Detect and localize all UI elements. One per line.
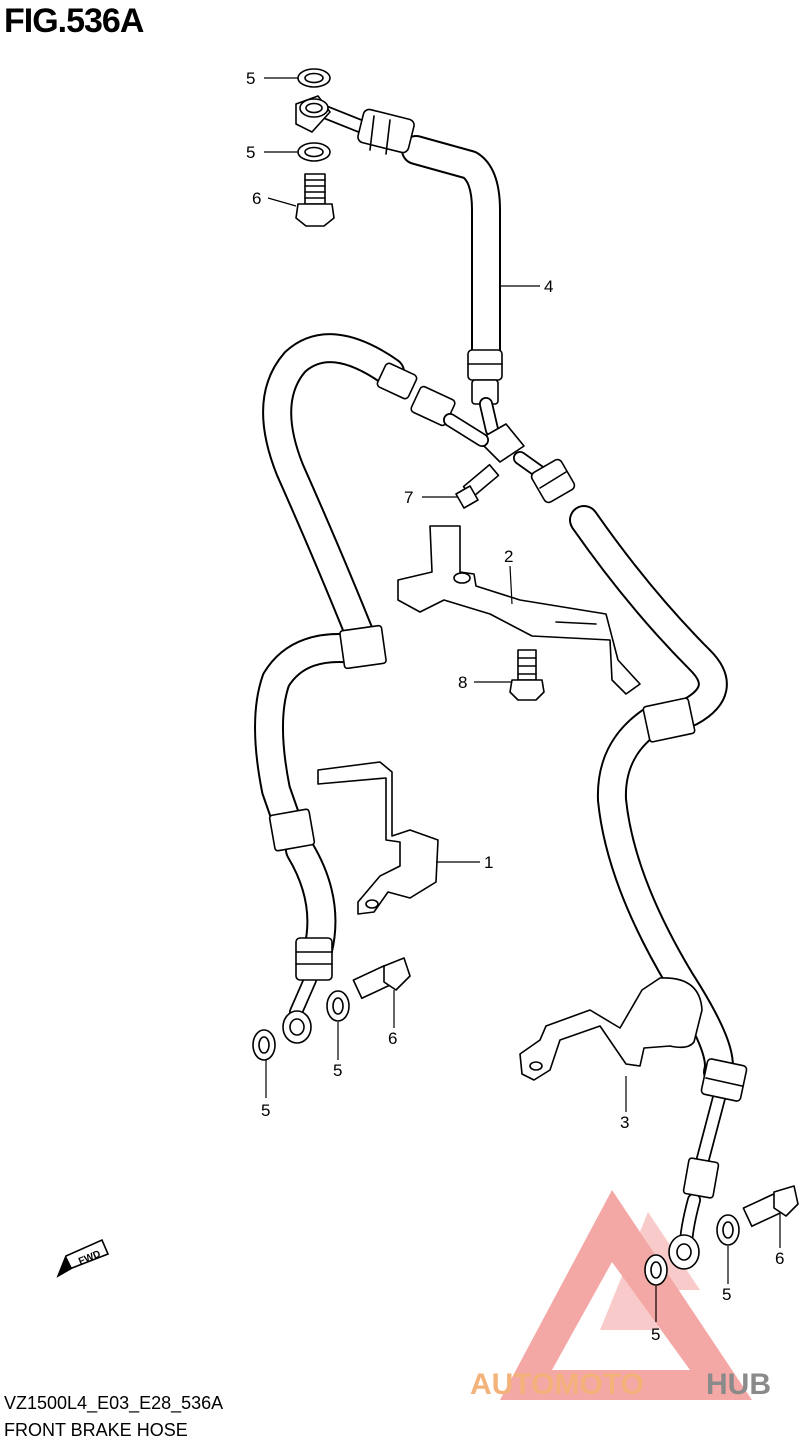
top-washer-upper (297, 68, 331, 88)
callout-5: 5 (333, 1061, 342, 1080)
left-brake-hose (254, 333, 489, 1044)
washer-bottom-left-a (252, 1029, 276, 1061)
callout-numbers: 5 5 6 4 7 2 8 1 6 5 5 3 6 5 5 (246, 69, 784, 1344)
washer-bottom-right-a (644, 1254, 668, 1286)
bolt-8 (509, 649, 545, 701)
top-washer-lower (297, 142, 331, 162)
bracket-2 (397, 525, 641, 695)
right-brake-hose (513, 451, 748, 1270)
leader-lines (264, 77, 781, 1322)
figure-code: VZ1500L4_E03_E28_536A (4, 1393, 224, 1413)
callout-5: 5 (722, 1285, 731, 1304)
bolt-bottom-right (742, 1185, 799, 1228)
bracket-3 (519, 977, 703, 1081)
upper-brake-hose (295, 95, 503, 405)
callout-2: 2 (504, 547, 513, 566)
callout-6: 6 (775, 1249, 784, 1268)
watermark-part2: HUB (706, 1368, 771, 1401)
callout-5: 5 (261, 1101, 270, 1120)
figure-title: FIG.536A (4, 2, 144, 40)
callout-5: 5 (651, 1325, 660, 1344)
figure-name: FRONT BRAKE HOSE (4, 1420, 188, 1440)
washer-bottom-left-b (326, 990, 350, 1022)
top-union-bolt (295, 173, 335, 227)
bolt-7 (455, 463, 500, 509)
callout-4: 4 (544, 277, 553, 296)
callout-6: 6 (388, 1029, 397, 1048)
watermark-part1: AUTOMOTO (470, 1368, 644, 1401)
fwd-arrow: FWD (56, 1238, 110, 1278)
watermark-text: AUTOMOTO HUB (470, 1368, 771, 1401)
callout-5: 5 (246, 143, 255, 162)
callout-6: 6 (252, 189, 261, 208)
callout-3: 3 (620, 1113, 629, 1132)
bracket-1 (317, 761, 439, 915)
callout-8: 8 (458, 673, 467, 692)
washer-bottom-right-b (716, 1214, 740, 1246)
callout-1: 1 (484, 853, 493, 872)
hose-joint (477, 397, 525, 463)
callout-5: 5 (246, 69, 255, 88)
callout-7: 7 (404, 488, 413, 507)
bolt-bottom-left (352, 957, 411, 1000)
